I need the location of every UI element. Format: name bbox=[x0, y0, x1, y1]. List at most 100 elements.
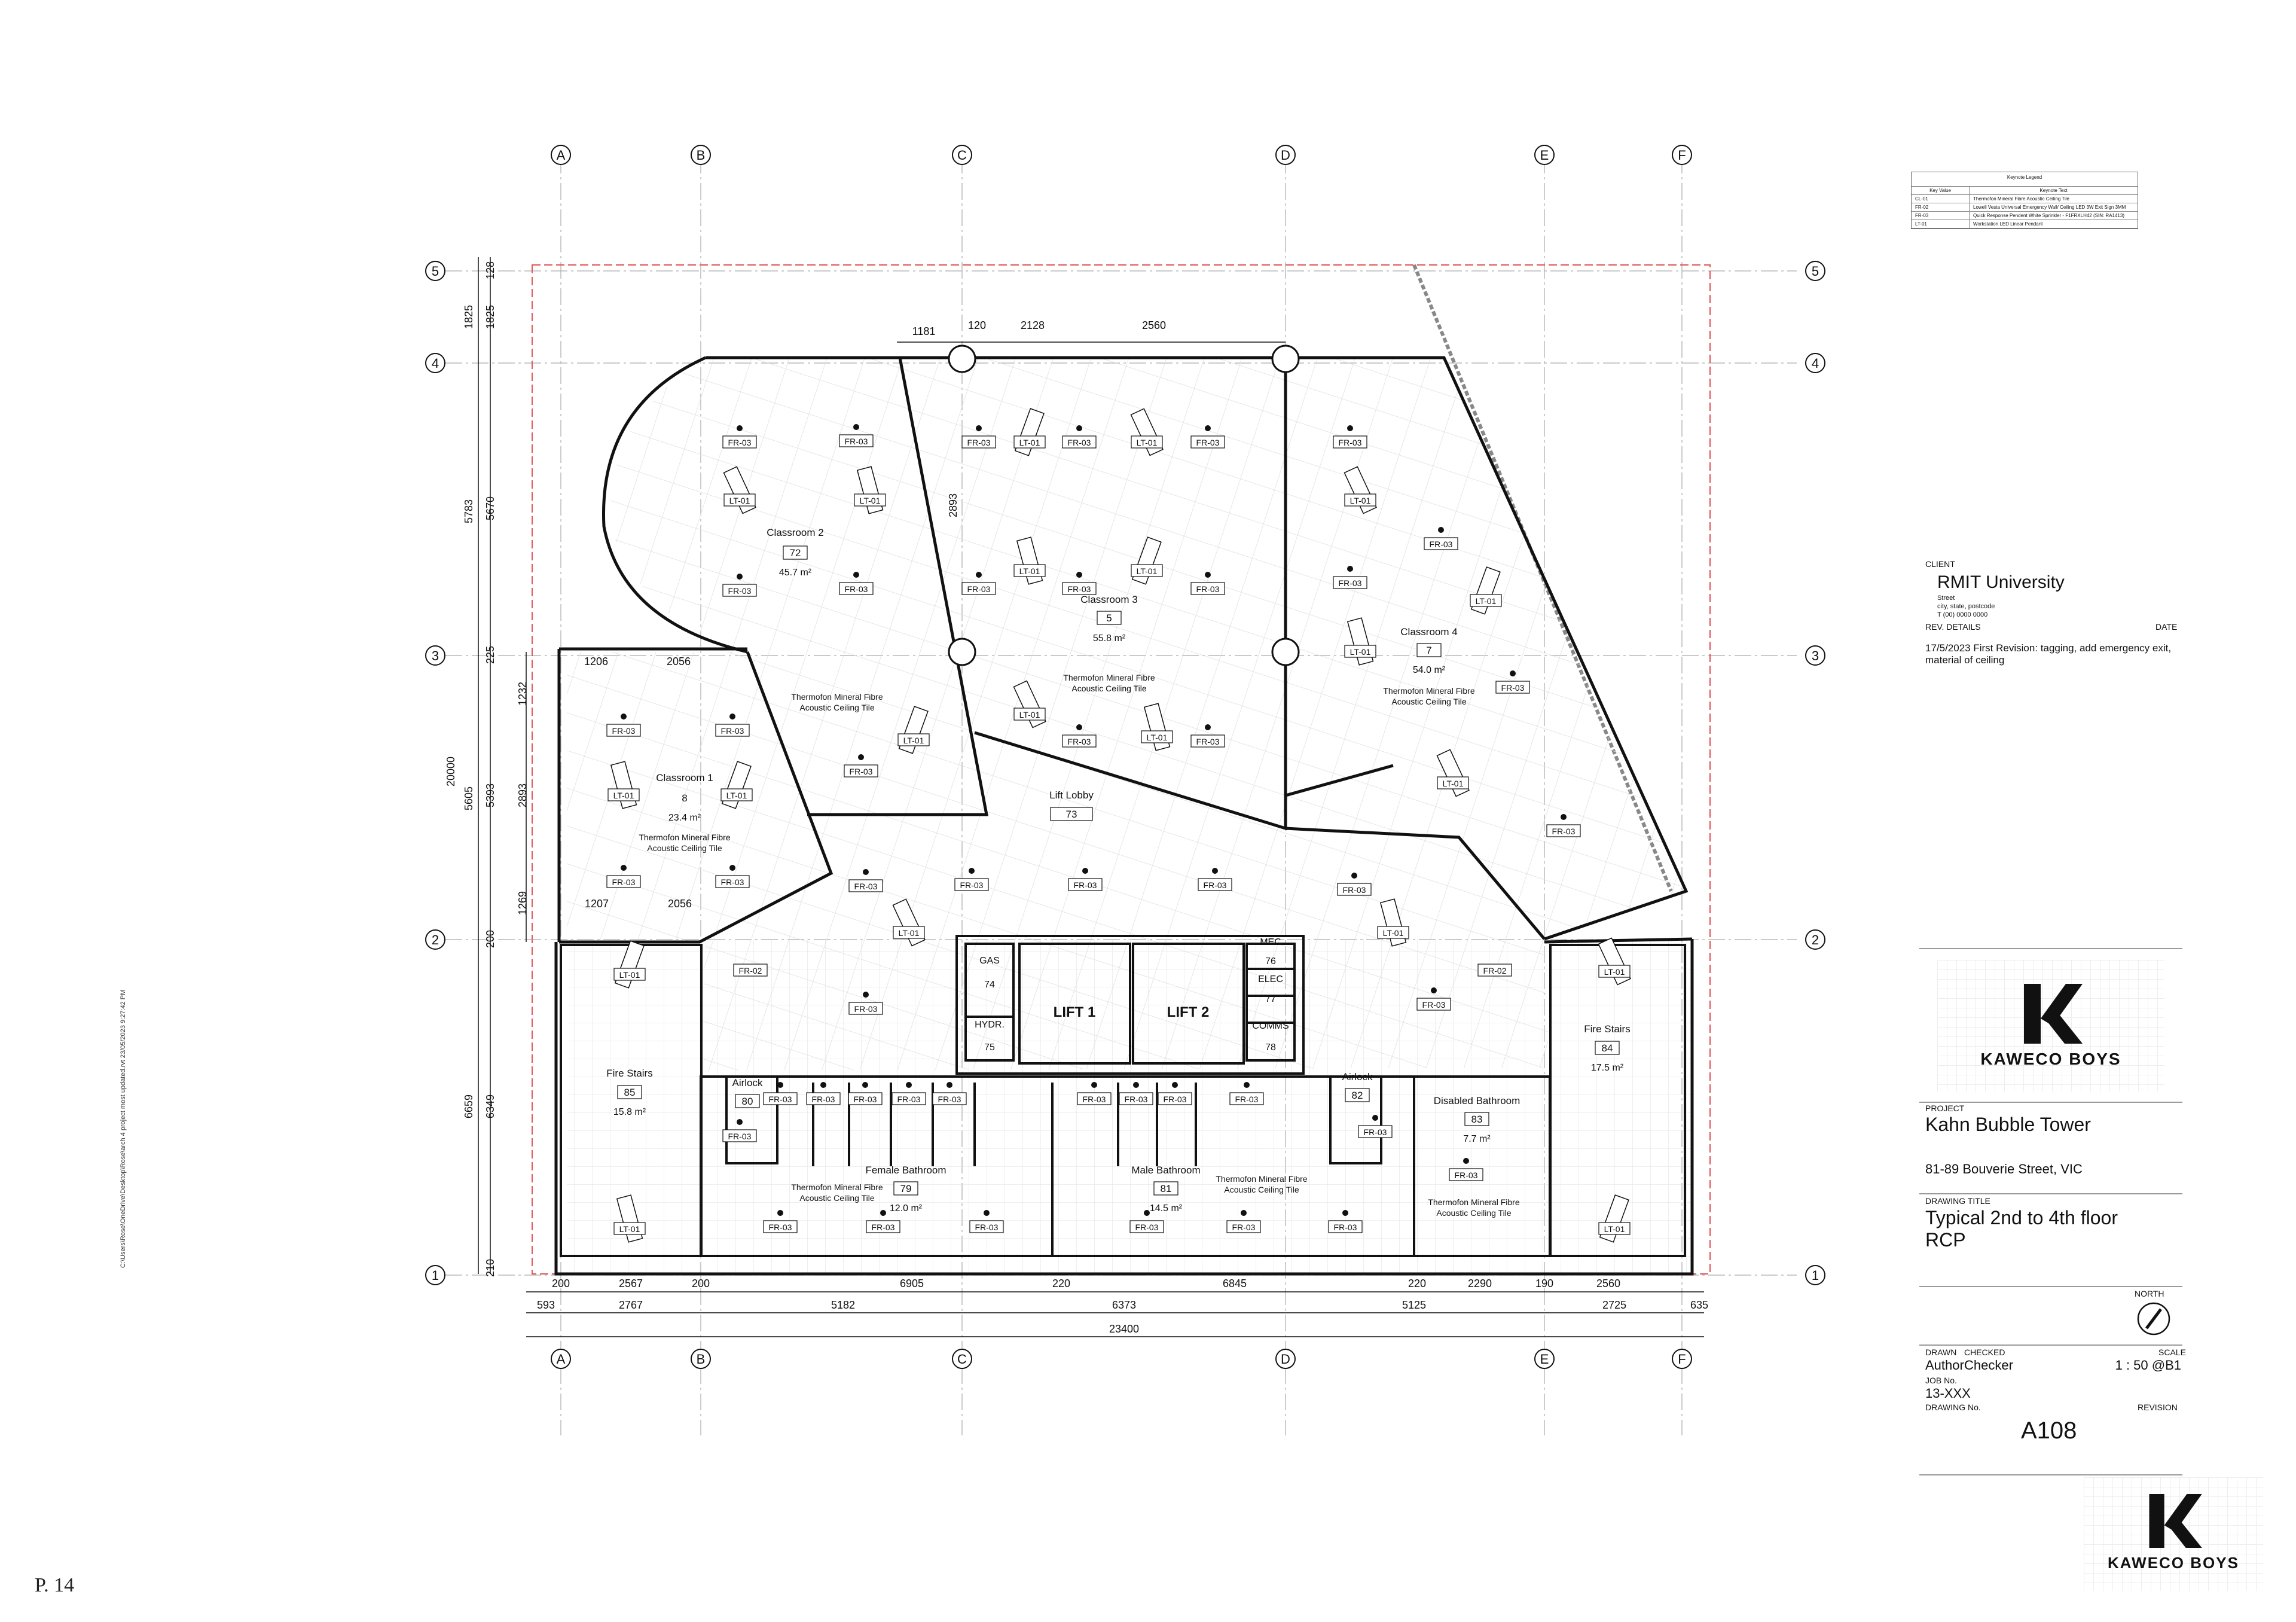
svg-text:1825: 1825 bbox=[463, 305, 475, 329]
fixture-tag: FR-03 bbox=[961, 582, 996, 595]
fixture-tag: LT-01 bbox=[1470, 594, 1502, 607]
fixture-tag: LT-01 bbox=[720, 788, 753, 801]
svg-text:Acoustic Ceiling Tile: Acoustic Ceiling Tile bbox=[799, 1193, 874, 1203]
svg-text:Airlock: Airlock bbox=[732, 1077, 763, 1089]
svg-text:E: E bbox=[1540, 148, 1549, 163]
svg-text:190: 190 bbox=[1535, 1278, 1553, 1289]
svg-text:Thermofon Mineral Fibre: Thermofon Mineral Fibre bbox=[639, 833, 730, 842]
svg-text:C: C bbox=[957, 1352, 967, 1367]
fixture-tag-text: FR-03 bbox=[967, 584, 991, 594]
fixture-tag-text: FR-03 bbox=[897, 1094, 921, 1104]
lift-2-label: LIFT 2 bbox=[1167, 1004, 1210, 1020]
fixture-tag-text: LT-01 bbox=[860, 496, 881, 505]
fixture-tag-text: FR-03 bbox=[1232, 1222, 1256, 1232]
svg-text:200: 200 bbox=[692, 1278, 710, 1289]
service-labels: GAS 74 HYDR. 75 MEC 76 ELEC 77 COMMS 78 … bbox=[975, 937, 1289, 1053]
room-classroom-3: Classroom 3 5 55.8 m² bbox=[1080, 594, 1137, 644]
sprinkler-icon bbox=[862, 1082, 868, 1088]
sprinkler-icon bbox=[1076, 724, 1082, 730]
svg-text:Airlock: Airlock bbox=[1342, 1071, 1373, 1083]
svg-text:200: 200 bbox=[552, 1278, 570, 1289]
svg-text:A: A bbox=[557, 148, 566, 163]
sprinkler-icon bbox=[737, 574, 743, 580]
lift-1-label: LIFT 1 bbox=[1054, 1004, 1096, 1020]
sprinkler-icon bbox=[1091, 1082, 1097, 1088]
fixture-tag-text: FR-03 bbox=[1125, 1094, 1148, 1104]
svg-text:3: 3 bbox=[1812, 648, 1819, 663]
svg-text:Classroom 4: Classroom 4 bbox=[1400, 626, 1457, 638]
fixture-tag: LT-01 bbox=[1377, 926, 1409, 939]
svg-text:23400: 23400 bbox=[1109, 1323, 1139, 1335]
svg-text:2128: 2128 bbox=[1021, 319, 1045, 331]
svg-text:73: 73 bbox=[1066, 809, 1077, 820]
sprinkler-icon bbox=[1463, 1158, 1469, 1164]
svg-text:3: 3 bbox=[432, 648, 439, 663]
svg-text:1207: 1207 bbox=[585, 898, 609, 910]
fixture-tag: FR-03 bbox=[1190, 582, 1225, 595]
svg-text:5: 5 bbox=[1106, 612, 1112, 624]
sprinkler-icon bbox=[621, 714, 627, 719]
page-number: P. 14 bbox=[35, 1574, 75, 1596]
fixture-tag-text: FR-03 bbox=[1422, 1000, 1446, 1010]
fixture-tag: FR-03 bbox=[1449, 1168, 1483, 1181]
fixture-tag-text: LT-01 bbox=[619, 970, 640, 980]
fixture-tag: FR-03 bbox=[1495, 681, 1530, 694]
svg-text:4: 4 bbox=[1812, 356, 1819, 371]
room-labels: Classroom 2 72 45.7 m² Classroom 3 5 55.… bbox=[606, 527, 1630, 1214]
date-label: DATE bbox=[2155, 622, 2178, 632]
fixture-tag: FR-03 bbox=[715, 875, 750, 888]
site-boundary bbox=[532, 264, 1711, 1275]
fixture-tag: FR-03 bbox=[722, 1129, 757, 1142]
svg-text:C: C bbox=[957, 148, 967, 163]
fixture-tag: FR-03 bbox=[1077, 1092, 1112, 1105]
svg-text:1232: 1232 bbox=[517, 682, 529, 706]
svg-text:1825: 1825 bbox=[484, 305, 496, 329]
fixture-tag-text: LT-01 bbox=[1137, 566, 1158, 576]
fixture-tag-text: FR-03 bbox=[1074, 880, 1097, 890]
fixture-tag: LT-01 bbox=[613, 1222, 646, 1235]
sprinkler-icon bbox=[858, 754, 864, 760]
fixture-tag: LT-01 bbox=[1131, 435, 1163, 449]
svg-text:5393: 5393 bbox=[484, 783, 496, 807]
svg-text:15.8 m²: 15.8 m² bbox=[613, 1107, 646, 1117]
svg-text:HYDR.: HYDR. bbox=[975, 1020, 1004, 1030]
file-path: C:\Users\Rose\OneDrive\Desktop\Rose\arch… bbox=[120, 989, 127, 1268]
sprinkler-icon bbox=[853, 424, 859, 430]
fixture-tag: FR-03 bbox=[722, 435, 757, 449]
svg-text:220: 220 bbox=[1408, 1278, 1426, 1289]
sprinkler-icon bbox=[969, 868, 975, 874]
grid-bubble-D-top bbox=[1275, 145, 1296, 165]
svg-text:F: F bbox=[1678, 148, 1686, 163]
fixture-tag: LT-01 bbox=[1141, 730, 1173, 743]
svg-text:Classroom 2: Classroom 2 bbox=[767, 527, 823, 538]
sprinkler-icon bbox=[777, 1082, 783, 1088]
grid-bubble-1-left bbox=[425, 1265, 445, 1285]
sprinkler-icon bbox=[1431, 987, 1437, 993]
sprinkler-icon bbox=[1347, 566, 1353, 572]
sprinkler-icon bbox=[1372, 1115, 1378, 1121]
fixture-tag: FR-03 bbox=[1416, 998, 1451, 1011]
fixture-tag-text: LT-01 bbox=[1019, 566, 1040, 576]
sprinkler-icon bbox=[863, 869, 869, 875]
fixture-tag-text: LT-01 bbox=[1147, 733, 1168, 742]
svg-text:5: 5 bbox=[1812, 264, 1819, 279]
room-airlock-left: Airlock 80 bbox=[732, 1077, 763, 1108]
grid-bubble-4-left bbox=[425, 353, 445, 373]
fixture-tag-text: FR-02 bbox=[739, 966, 762, 975]
svg-text:17.5 m²: 17.5 m² bbox=[1591, 1063, 1624, 1073]
room-fire-stairs-right: Fire Stairs 84 17.5 m² bbox=[1584, 1023, 1630, 1073]
svg-text:20000: 20000 bbox=[445, 757, 457, 786]
grid-bubble-1-right bbox=[1805, 1265, 1825, 1285]
room-female-bathroom: Female Bathroom 79 12.0 m² bbox=[865, 1164, 946, 1214]
svg-text:Acoustic Ceiling Tile: Acoustic Ceiling Tile bbox=[647, 843, 722, 853]
drawing-title-label: DRAWING TITLE bbox=[1925, 1196, 1990, 1206]
fixture-tag-text: LT-01 bbox=[613, 791, 634, 800]
grid-bubbles bbox=[425, 145, 1825, 1369]
sprinkler-icon bbox=[1144, 1210, 1150, 1216]
fixture-tag: FR-03 bbox=[1062, 435, 1097, 449]
svg-text:2767: 2767 bbox=[619, 1299, 643, 1311]
fixture-tag: FR-03 bbox=[1158, 1092, 1192, 1105]
sprinkler-icon bbox=[853, 572, 859, 578]
fixture-tag: FR-03 bbox=[1119, 1092, 1153, 1105]
footer-brand-name: KAWECO BOYS bbox=[2108, 1554, 2239, 1572]
